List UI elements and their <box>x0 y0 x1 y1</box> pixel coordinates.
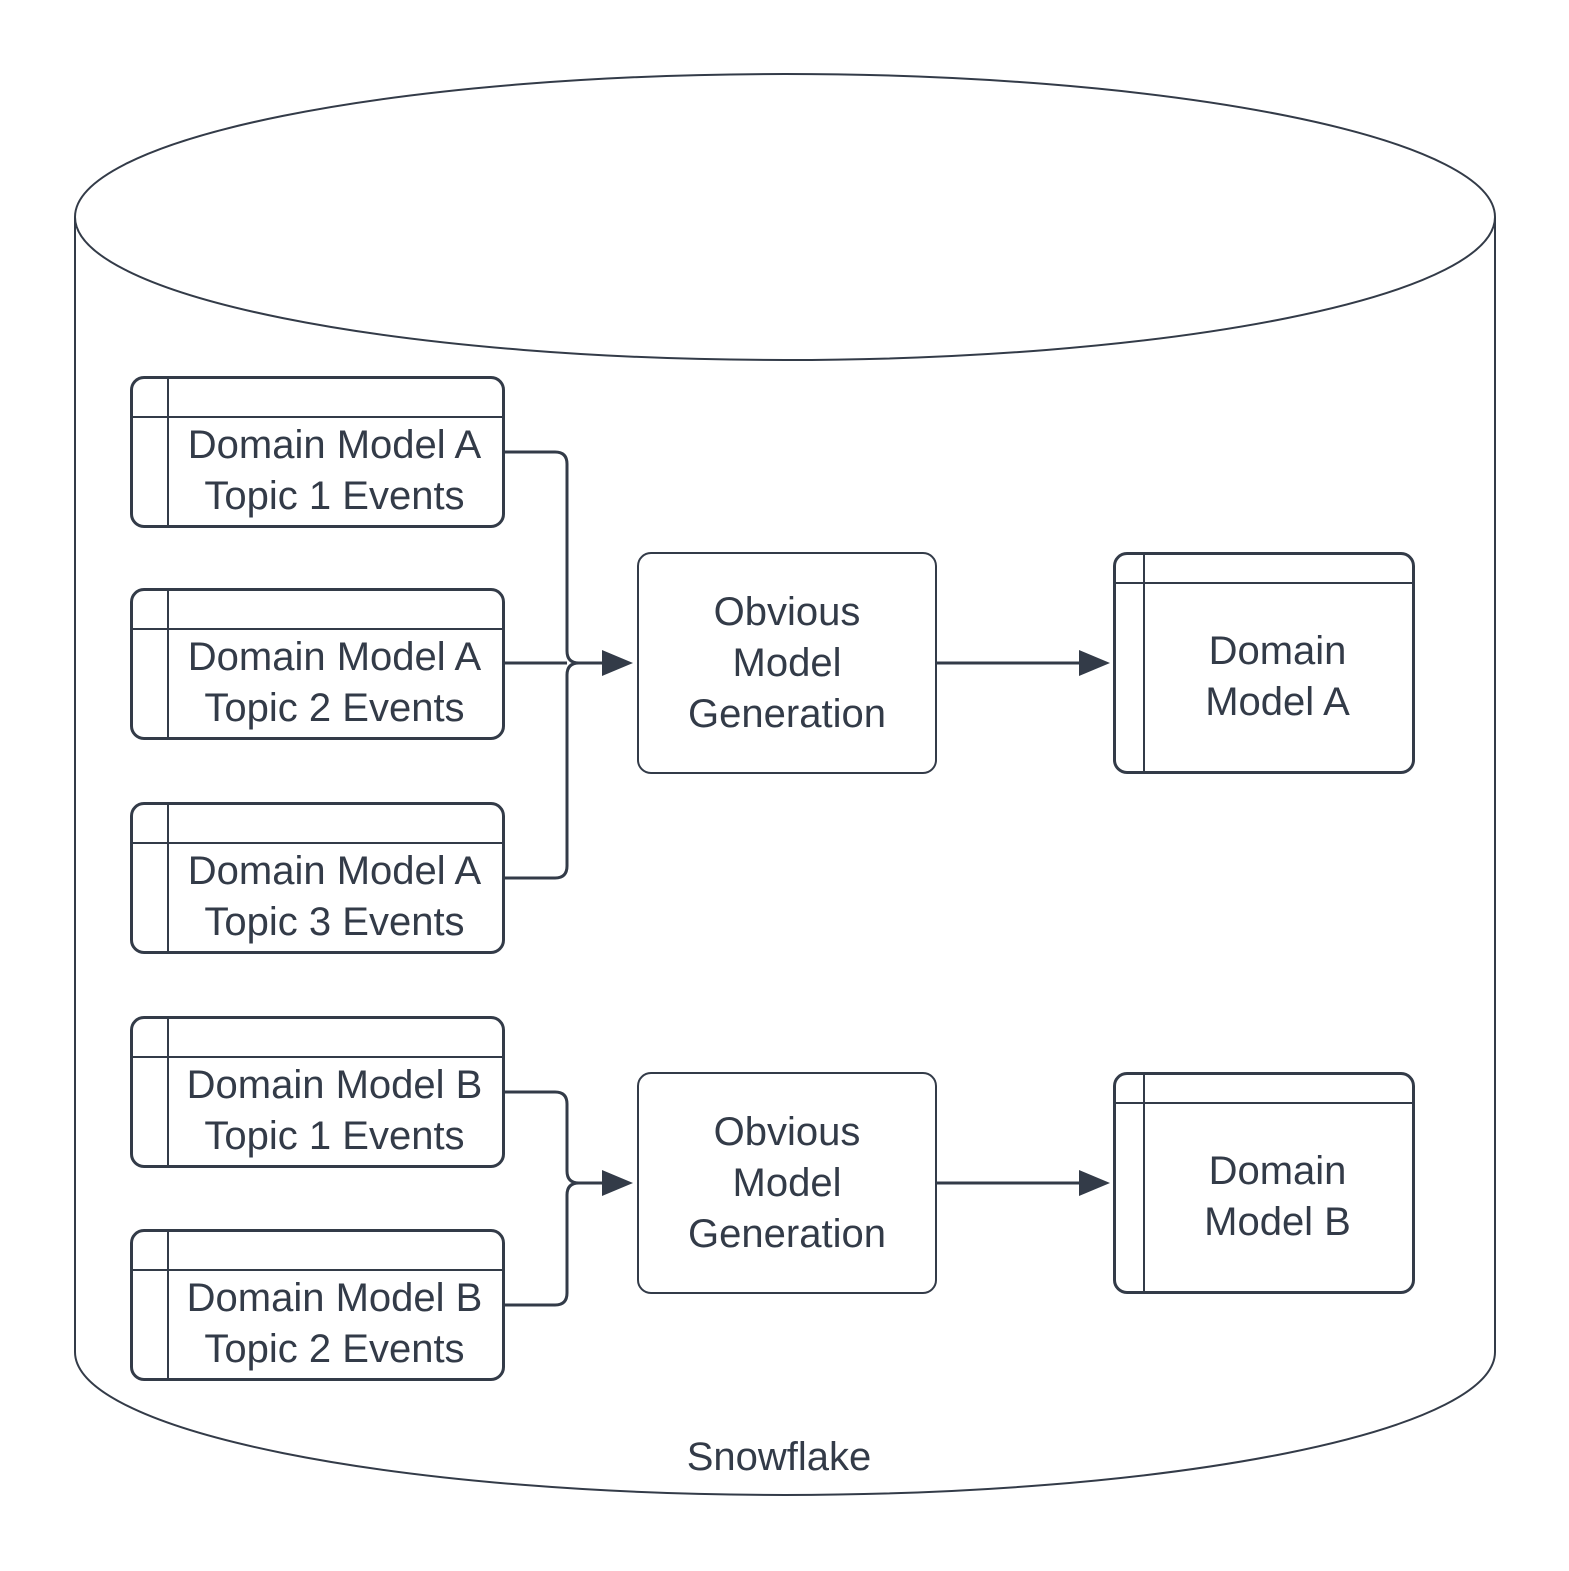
table-header-divider <box>1116 582 1412 584</box>
process-label-line3: Generation <box>688 691 886 736</box>
table-label: Domain Model A <box>1143 582 1412 771</box>
table-label: Domain Model B Topic 2 Events <box>167 1269 502 1378</box>
table-domain-model-a-topic-3-events: Domain Model A Topic 3 Events <box>130 802 505 954</box>
table-domain-model-a: Domain Model A <box>1113 552 1415 774</box>
table-domain-model-a-topic-2-events: Domain Model A Topic 2 Events <box>130 588 505 740</box>
table-label: Domain Model A Topic 2 Events <box>167 628 502 737</box>
process-obvious-model-generation-b: Obvious Model Generation <box>637 1072 937 1294</box>
table-left-column-divider <box>167 1232 169 1378</box>
process-obvious-model-generation-a: Obvious Model Generation <box>637 552 937 774</box>
connector-b-topic1-to-merge <box>505 1090 580 1185</box>
cylinder-label: Snowflake <box>686 1435 872 1479</box>
table-left-column-divider <box>1143 555 1145 771</box>
table-label: Domain Model B <box>1143 1102 1412 1291</box>
table-header-divider <box>133 628 502 630</box>
cylinder-body-shape <box>74 217 1496 1496</box>
table-label: Domain Model B Topic 1 Events <box>167 1056 502 1165</box>
table-header-divider <box>133 842 502 844</box>
arrowhead-a-merge-icon <box>602 650 633 676</box>
arrowhead-a-output-icon <box>1079 650 1110 676</box>
table-label-line1: Domain <box>1208 1148 1347 1193</box>
table-label-line2: Topic 2 Events <box>204 685 465 730</box>
table-label-line1: Domain Model B <box>186 1275 483 1320</box>
table-header-divider <box>133 1269 502 1271</box>
table-left-column-divider <box>167 379 169 525</box>
table-left-column-divider <box>167 805 169 951</box>
table-domain-model-b: Domain Model B <box>1113 1072 1415 1294</box>
table-header-divider <box>1116 1102 1412 1104</box>
connector-a-topic1-to-merge <box>505 450 580 665</box>
table-left-column-divider <box>167 1019 169 1165</box>
table-label-line2: Model B <box>1204 1199 1351 1244</box>
table-header-divider <box>133 416 502 418</box>
table-label: Domain Model A Topic 1 Events <box>167 416 502 525</box>
table-label: Domain Model A Topic 3 Events <box>167 842 502 951</box>
table-domain-model-b-topic-1-events: Domain Model B Topic 1 Events <box>130 1016 505 1168</box>
table-label-line2: Topic 3 Events <box>204 899 465 944</box>
table-domain-model-b-topic-2-events: Domain Model B Topic 2 Events <box>130 1229 505 1381</box>
connector-b-topic2-to-merge <box>505 1181 580 1307</box>
table-label-line2: Topic 1 Events <box>204 473 465 518</box>
table-label-line2: Model A <box>1205 679 1350 724</box>
table-domain-model-a-topic-1-events: Domain Model A Topic 1 Events <box>130 376 505 528</box>
table-label-line1: Domain <box>1208 628 1347 673</box>
connector-a-topic3-to-merge <box>505 661 580 880</box>
table-label-line2: Topic 2 Events <box>204 1326 465 1371</box>
cylinder-top-ellipse <box>74 73 1496 361</box>
process-label-line1: Obvious <box>713 1109 861 1154</box>
table-label-line1: Domain Model B <box>186 1062 483 1107</box>
table-label-line2: Topic 1 Events <box>204 1113 465 1158</box>
process-label-line2: Model <box>732 1160 842 1205</box>
table-left-column-divider <box>1143 1075 1145 1291</box>
process-label-line2: Model <box>732 640 842 685</box>
table-left-column-divider <box>167 591 169 737</box>
table-header-divider <box>133 1056 502 1058</box>
arrowhead-b-output-icon <box>1079 1170 1110 1196</box>
process-label-line1: Obvious <box>713 589 861 634</box>
arrowhead-b-merge-icon <box>602 1170 633 1196</box>
table-label-line1: Domain Model A <box>187 848 482 893</box>
table-label-line1: Domain Model A <box>187 634 482 679</box>
table-label-line1: Domain Model A <box>187 422 482 467</box>
process-label-line3: Generation <box>688 1211 886 1256</box>
